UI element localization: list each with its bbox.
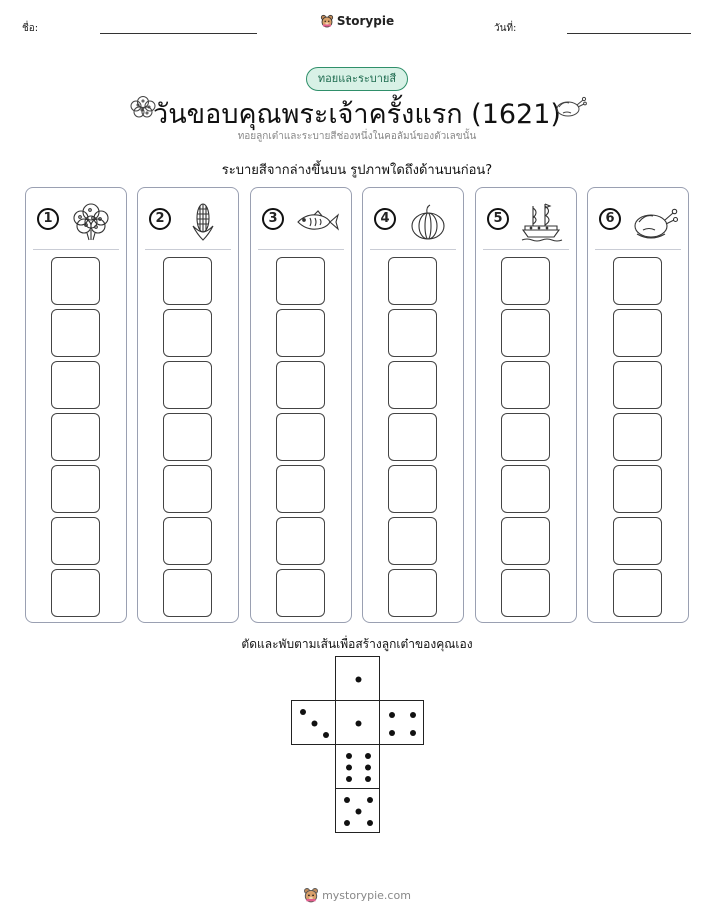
color-box[interactable] [51, 361, 100, 409]
dice-face-1 [335, 656, 380, 701]
bush-icon [73, 203, 109, 241]
color-box[interactable] [51, 257, 100, 305]
name-label: ชื่อ: [22, 23, 39, 34]
column-header: 5 [483, 196, 569, 250]
color-box[interactable] [276, 465, 325, 513]
footer-url[interactable]: mystorypie.com [322, 888, 411, 902]
color-box[interactable] [388, 465, 437, 513]
column-2: 2 [137, 187, 239, 623]
color-box[interactable] [276, 309, 325, 357]
brand-logo: Storypie [0, 14, 714, 31]
color-box[interactable] [163, 257, 212, 305]
color-box[interactable] [613, 257, 662, 305]
column-header: 2 [145, 196, 231, 250]
bear-logo-icon [320, 14, 333, 28]
column-number: 5 [487, 208, 509, 230]
column-header: 6 [595, 196, 681, 250]
color-box[interactable] [388, 517, 437, 565]
page-footer: mystorypie.com [0, 887, 714, 906]
dice-face-6 [335, 744, 380, 789]
column-header: 4 [370, 196, 456, 250]
color-box[interactable] [163, 517, 212, 565]
color-box[interactable] [51, 309, 100, 357]
color-box[interactable] [501, 569, 550, 617]
column-6: 6 [587, 187, 689, 623]
ship-icon [521, 203, 563, 242]
color-box[interactable] [51, 413, 100, 461]
color-box[interactable] [613, 569, 662, 617]
color-box[interactable] [163, 309, 212, 357]
corn-icon [192, 203, 214, 241]
color-box[interactable] [163, 361, 212, 409]
color-box[interactable] [501, 361, 550, 409]
bush-icon [130, 96, 156, 118]
color-box[interactable] [388, 309, 437, 357]
column-3: 3 [250, 187, 352, 623]
color-box[interactable] [388, 361, 437, 409]
color-box[interactable] [613, 413, 662, 461]
column-number: 6 [599, 208, 621, 230]
columns-area: 1 2 [0, 187, 714, 624]
brand-name: Storypie [336, 14, 395, 28]
color-box[interactable] [276, 361, 325, 409]
column-4: 4 [362, 187, 464, 623]
dice-instruction: ตัดและพับตามเส้นเพื่อสร้างลูกเต๋าของคุณเ… [241, 637, 473, 651]
dice-face-4 [379, 700, 424, 745]
page-subtitle: ทอยลูกเต๋าและระบายสีช่องหนึ่งในคอลัมน์ขอ… [237, 131, 477, 142]
column-5: 5 [475, 187, 577, 623]
color-box[interactable] [51, 517, 100, 565]
color-box[interactable] [163, 413, 212, 461]
color-box[interactable] [163, 465, 212, 513]
column-number: 3 [262, 208, 284, 230]
color-box[interactable] [501, 465, 550, 513]
color-box[interactable] [276, 569, 325, 617]
color-box[interactable] [388, 569, 437, 617]
color-box[interactable] [613, 309, 662, 357]
column-header: 1 [33, 196, 119, 250]
color-box[interactable] [613, 517, 662, 565]
name-field[interactable] [100, 33, 257, 34]
fish-icon [297, 210, 340, 231]
dice-face-5 [335, 788, 380, 833]
turkey-icon [634, 208, 679, 239]
column-1: 1 [25, 187, 127, 623]
column-number: 4 [374, 208, 396, 230]
column-number: 2 [149, 208, 171, 230]
color-box[interactable] [613, 465, 662, 513]
color-box[interactable] [501, 517, 550, 565]
color-box[interactable] [501, 413, 550, 461]
color-box[interactable] [276, 413, 325, 461]
color-box[interactable] [613, 361, 662, 409]
color-box[interactable] [388, 257, 437, 305]
color-box[interactable] [501, 309, 550, 357]
color-box[interactable] [276, 517, 325, 565]
color-box[interactable] [51, 569, 100, 617]
color-box[interactable] [163, 569, 212, 617]
column-number: 1 [37, 208, 59, 230]
color-box[interactable] [501, 257, 550, 305]
pumpkin-icon [411, 204, 445, 240]
color-box[interactable] [276, 257, 325, 305]
dice-face-1 [335, 700, 380, 745]
dice-face-3 [291, 700, 336, 745]
activity-badge: ทอยและระบายสี [306, 67, 408, 91]
date-field[interactable] [567, 33, 691, 34]
instruction-text: ระบายสีจากล่างขึ้นบน รูปภาพใดถึงด้านบนก่… [221, 163, 493, 178]
turkey-icon [556, 96, 587, 117]
color-box[interactable] [388, 413, 437, 461]
page-title: วันขอบคุณพระเจ้าครั้งแรก (1621) [153, 99, 561, 130]
color-box[interactable] [51, 465, 100, 513]
column-header: 3 [258, 196, 344, 250]
page-header: ชื่อ: Storypie วันที่: [0, 12, 714, 42]
date-label: วันที่: [494, 23, 517, 34]
bear-logo-icon [304, 888, 319, 903]
